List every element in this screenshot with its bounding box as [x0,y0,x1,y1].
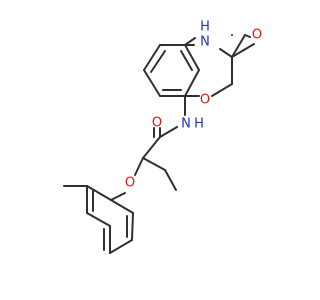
bond [244,34,251,38]
ring-carbonyl-oxygen-label: O [252,28,262,43]
bond [159,126,178,138]
ether-oxygen-label: O [125,176,135,191]
ring-oxygen-label: O [200,93,210,108]
bond [86,185,112,201]
bond [184,69,200,97]
atom-labels: H N O O N H O O [125,20,262,191]
amide-oxygen-label: O [152,116,162,131]
bond [110,199,134,214]
bond [231,34,246,58]
bond [109,239,133,254]
bond [184,37,196,46]
bond [231,43,255,58]
bond [150,50,166,73]
bond [211,83,233,97]
bond [131,212,134,241]
ring-nh-hydrogen-label: H [200,20,210,35]
ring-nitrogen-label: N [200,35,210,50]
bond [219,48,233,58]
bond [143,44,161,71]
bond [184,44,200,71]
bond [86,212,111,227]
bond [110,192,126,201]
amide-hydrogen-label: H [194,117,204,132]
bond [134,157,144,176]
bond [142,157,166,171]
bond [143,69,161,97]
amide-nitrogen-label: N [181,117,191,132]
bond [180,50,193,71]
bond [142,136,161,159]
bonds [63,34,255,254]
bond [164,169,177,191]
molecule-structure: H N O O N H O O [63,20,262,254]
